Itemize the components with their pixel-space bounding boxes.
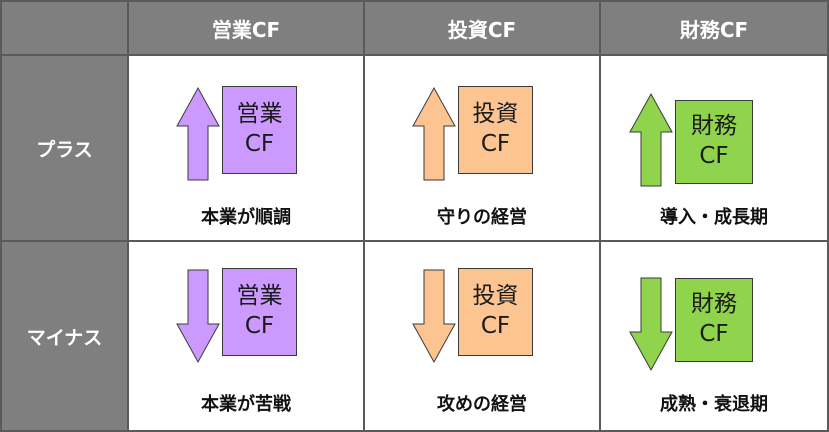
cell-caption: 導入・成長期: [660, 207, 768, 228]
cf-box: 営業 CF: [222, 86, 297, 174]
up-arrow-icon: [629, 92, 673, 187]
cell-minus-investing: 投資 CF 攻めの経営: [365, 242, 601, 432]
corner-cell: [0, 0, 129, 56]
cell-minus-financing: 財務 CF 成熟・衰退期: [601, 242, 829, 432]
cell-caption: 成熟・衰退期: [660, 394, 768, 415]
cf-box-line2: CF: [480, 313, 511, 339]
cf-box-line1: 営業: [236, 101, 283, 128]
cf-box-line1: 投資: [472, 101, 519, 128]
cf-box-line2: CF: [699, 143, 729, 169]
cf-box: 財務 CF: [675, 278, 753, 362]
column-header-operating: 営業CF: [129, 0, 365, 56]
cell-caption: 攻めの経営: [437, 394, 527, 415]
cf-box-line2: CF: [480, 131, 511, 157]
row-header-plus: プラス: [0, 56, 129, 242]
cell-plus-financing: 財務 CF 導入・成長期: [601, 56, 829, 242]
cf-box-line1: 投資: [472, 283, 519, 310]
cell-plus-operating: 営業 CF 本業が順調: [129, 56, 365, 242]
cell-minus-operating: 営業 CF 本業が苦戦: [129, 242, 365, 432]
up-arrow-icon: [412, 86, 456, 181]
down-arrow-icon: [412, 269, 456, 364]
cell-plus-investing: 投資 CF 守りの経営: [365, 56, 601, 242]
cf-box: 営業 CF: [222, 268, 297, 356]
cf-box-line2: CF: [699, 321, 729, 347]
row-header-minus: マイナス: [0, 242, 129, 432]
cf-box-line1: 財務: [691, 113, 737, 140]
cell-caption: 守りの経営: [437, 207, 527, 228]
cf-box-line2: CF: [244, 131, 275, 157]
column-header-financing: 財務CF: [601, 0, 829, 56]
cell-caption: 本業が順調: [201, 207, 291, 228]
cf-box-line2: CF: [244, 313, 275, 339]
cf-box: 投資 CF: [458, 86, 533, 174]
down-arrow-icon: [176, 269, 220, 364]
cf-box-line1: 財務: [691, 291, 737, 318]
column-header-investing: 投資CF: [365, 0, 601, 56]
cf-box-line1: 営業: [236, 283, 283, 310]
cf-box: 投資 CF: [458, 268, 533, 356]
up-arrow-icon: [176, 86, 220, 181]
cell-caption: 本業が苦戦: [201, 394, 291, 415]
down-arrow-icon: [629, 277, 673, 372]
cf-box: 財務 CF: [675, 100, 753, 184]
